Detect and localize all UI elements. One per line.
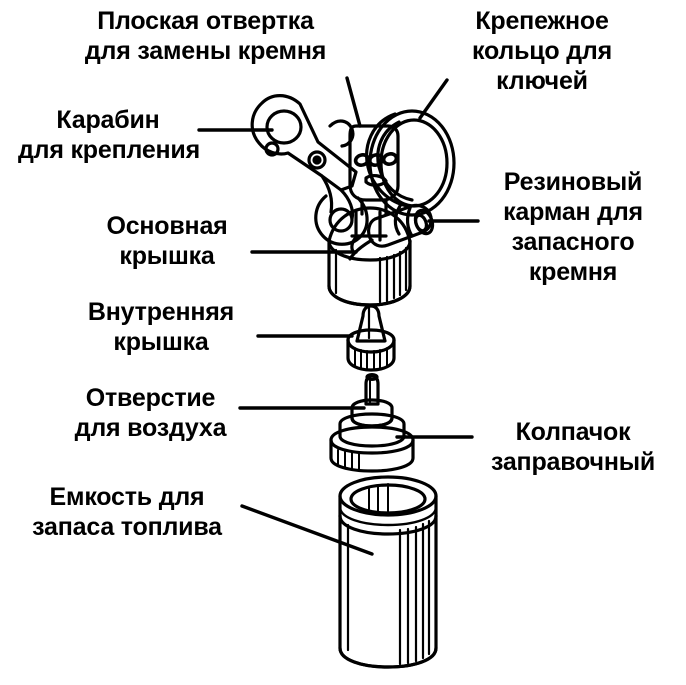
label-main-cap: Основная крышка (106, 212, 228, 270)
leader-lines (197, 76, 480, 556)
label-inner-cap: Внутренняя крышка (87, 298, 235, 356)
leader-flat-screwdriver (345, 76, 362, 128)
part-filler-cap (329, 373, 415, 473)
part-fuel-reservoir (338, 475, 438, 669)
label-key-ring: Крепежное кольцо для ключей (471, 7, 612, 95)
label-carabiner: Карабин для крепления (18, 106, 200, 164)
part-key-ring (365, 109, 456, 238)
part-inner-cap (346, 304, 396, 372)
label-fuel-reservoir: Емкость для запаса топлива (32, 483, 222, 541)
leader-fuel-reservoir (240, 504, 374, 556)
air-hole-opening (365, 373, 379, 382)
label-flat-screwdriver: Плоская отвертка для замены кремня (84, 7, 327, 65)
label-filler-cap: Колпачок заправочный (490, 418, 656, 476)
label-air-hole: Отверстие для воздуха (74, 384, 227, 442)
label-rubber-pocket: Резиновый карман для запасного кремня (503, 168, 643, 286)
